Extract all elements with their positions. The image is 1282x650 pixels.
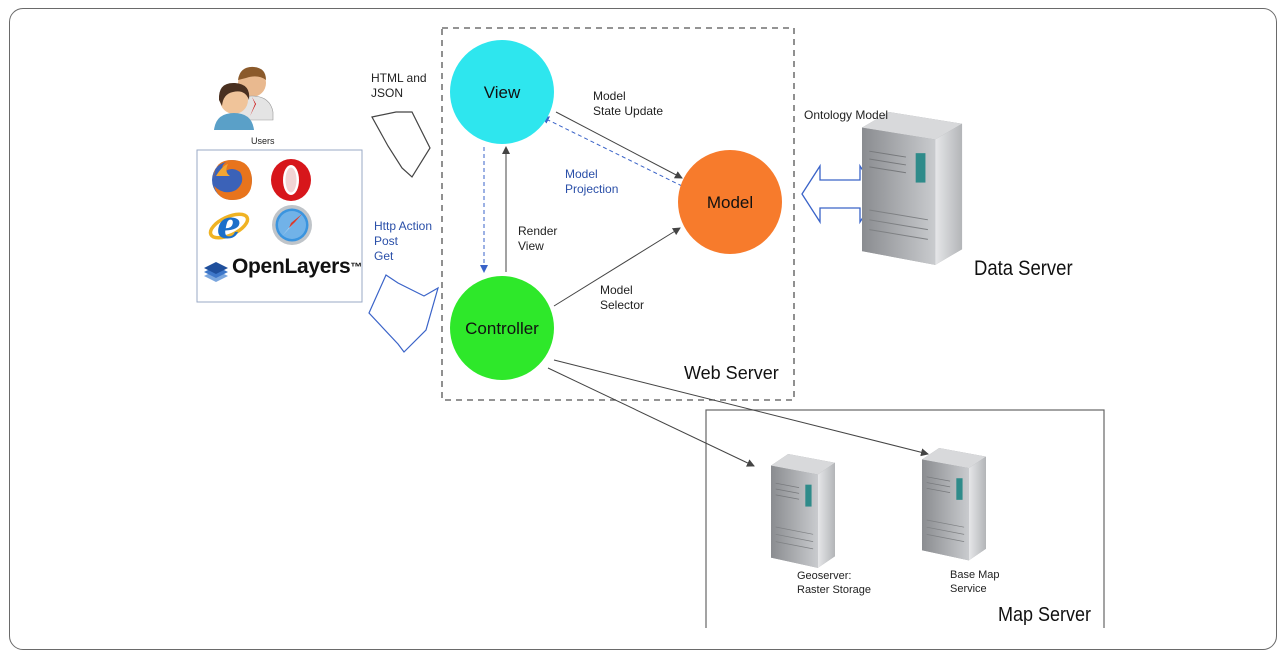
geoserver-icon (770, 453, 836, 569)
data-server-icon (861, 111, 963, 266)
ontology-model-label: Ontology Model (804, 108, 889, 122)
diagram-frame (9, 8, 1277, 650)
model-projection-label: Model Projection (565, 167, 619, 196)
html-json-arrow (371, 111, 431, 178)
map-server-boundary (705, 409, 1105, 628)
openlayers-label: OpenLayers (232, 255, 351, 278)
basemap-server-icon (921, 447, 987, 561)
web-server-label: Web Server (684, 363, 779, 383)
svg-text:e: e (217, 202, 241, 247)
internet-explorer-icon: e (208, 202, 250, 247)
firefox-icon (212, 160, 252, 200)
base-map-service-label: Base Map Service (950, 569, 1000, 595)
model-selector-label: Model Selector (600, 283, 645, 312)
web-server-boundary (441, 27, 795, 401)
view-node (450, 40, 554, 144)
safari-icon (272, 205, 312, 245)
map-server-label: Map Server (998, 604, 1092, 626)
users-icon (214, 66, 274, 130)
html-json-label: HTML and JSON (371, 71, 427, 100)
data-server-label: Data Server (974, 257, 1073, 280)
controller-node (450, 276, 554, 380)
model-state-update-label: Model State Update (593, 89, 664, 118)
model-selector-arrow (553, 227, 681, 307)
openlayers-icon (204, 262, 228, 282)
controller-to-geoserver-arrow (547, 367, 755, 467)
openlayers-tm: ™ (350, 260, 363, 274)
geoserver-label: Geoserver: Raster Storage (797, 570, 871, 596)
view-to-model-arrow (555, 111, 683, 179)
render-view-label: Render View (518, 224, 558, 253)
controller-label: Controller (465, 319, 539, 338)
http-action-label: Http Action Post Get (374, 219, 433, 263)
model-label: Model (706, 193, 754, 212)
mvc-architecture-diagram: e (196, 27, 1105, 628)
controller-to-basemap-arrow (553, 359, 929, 457)
view-label: View (483, 83, 521, 102)
opera-icon (271, 159, 311, 201)
model-projection-arrow (541, 116, 683, 187)
users-label: Users (251, 136, 275, 146)
http-action-arrow (368, 274, 439, 353)
model-node (678, 150, 782, 254)
